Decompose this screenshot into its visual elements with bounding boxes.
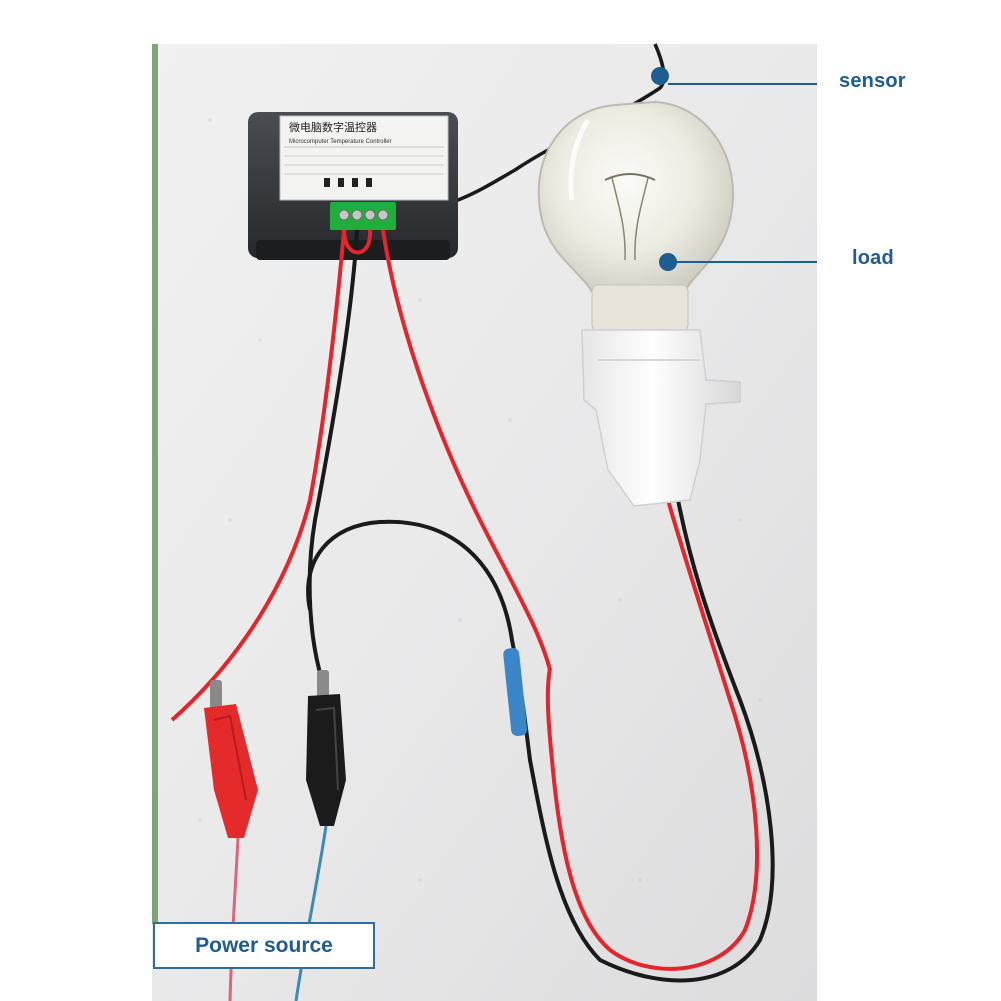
sensor-label: sensor: [839, 70, 906, 92]
load-dot: [659, 253, 677, 271]
temperature-controller: 微电脑数字温控器 Microcomputer Temperature Contr…: [248, 112, 458, 260]
red-alligator-clip: [204, 680, 258, 838]
red-wire-right: [381, 229, 552, 671]
pink-wire: [228, 837, 240, 1001]
red-load-wire: [545, 499, 759, 971]
power-source-box: Power source: [153, 922, 375, 969]
black-alligator-clip: [306, 670, 346, 826]
power-source-label: Power source: [195, 933, 333, 957]
terminal-block: [330, 202, 396, 230]
device-title: 微电脑数字温控器: [289, 120, 377, 134]
green-edge: [152, 44, 158, 924]
black-loop-wire: [306, 499, 775, 983]
load-label: load: [852, 247, 894, 269]
blue-heat-shrink: [503, 647, 528, 736]
bulb-socket: [581, 284, 741, 507]
black-wire-center: [307, 229, 359, 681]
sensor-dot: [651, 67, 669, 85]
red-wire-left: [170, 229, 346, 722]
foam-texture: [198, 118, 762, 882]
blue-wire: [294, 825, 328, 1001]
device-subtitle: Microcomputer Temperature Controller: [289, 139, 392, 145]
